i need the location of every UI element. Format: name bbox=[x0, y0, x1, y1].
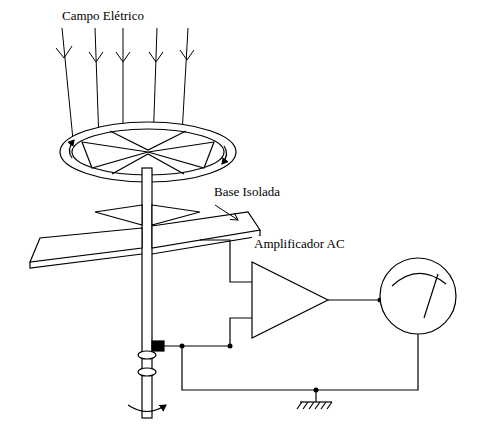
amplifier-symbol bbox=[252, 262, 328, 338]
shaft bbox=[128, 168, 166, 418]
wires bbox=[164, 240, 418, 409]
field-label: Campo Elétrico bbox=[60, 8, 146, 24]
leader-line bbox=[215, 205, 238, 220]
insulated-stator bbox=[30, 205, 260, 268]
meter-symbol bbox=[380, 258, 456, 334]
part-label: Amplificador AC bbox=[252, 236, 347, 252]
part-label: Base Isolada bbox=[212, 184, 282, 200]
